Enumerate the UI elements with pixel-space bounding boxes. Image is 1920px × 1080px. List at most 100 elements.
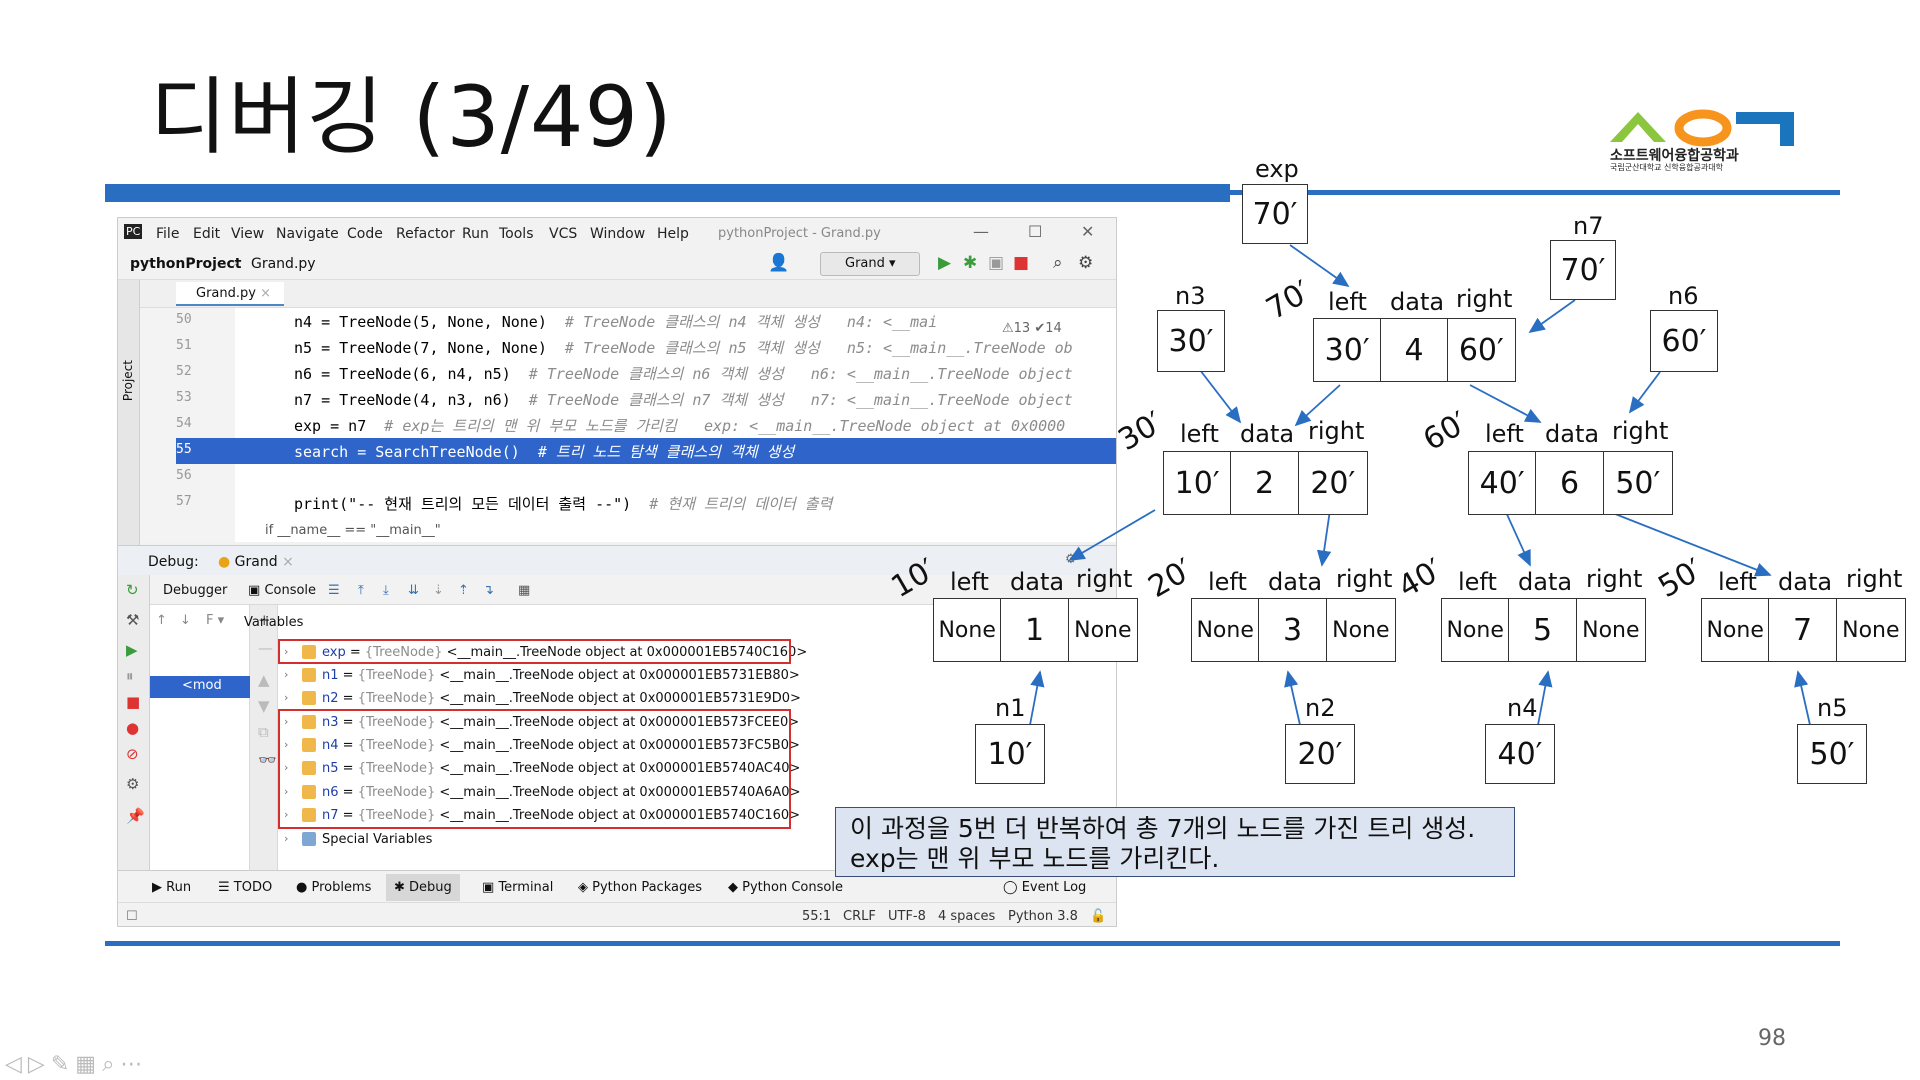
menu-window[interactable]: Window bbox=[590, 226, 646, 242]
evaluate-icon[interactable]: ▦ bbox=[518, 583, 531, 598]
layout-icon[interactable]: ☐ bbox=[126, 909, 138, 924]
pause-icon[interactable]: ⏸ bbox=[126, 667, 134, 685]
debug-bug-icon[interactable]: ✱ bbox=[963, 253, 978, 273]
remove-watch-icon[interactable]: — bbox=[258, 639, 273, 657]
inspection-badge[interactable]: ⚠13 ✔14 bbox=[1002, 321, 1062, 336]
expand-arrow-icon[interactable]: › bbox=[284, 738, 289, 751]
down-arrow-icon[interactable]: ▼ bbox=[258, 697, 270, 715]
menu-view[interactable]: View bbox=[231, 226, 265, 242]
copy-icon[interactable]: ⧉ bbox=[258, 723, 269, 741]
close-icon[interactable]: ✕ bbox=[1081, 222, 1095, 241]
menu-vcs[interactable]: VCS bbox=[549, 226, 578, 242]
expand-arrow-icon[interactable]: › bbox=[284, 668, 289, 681]
settings-gear-icon[interactable]: ⚙ bbox=[1065, 552, 1077, 567]
indent-setting[interactable]: 4 spaces bbox=[938, 909, 996, 924]
menu-code[interactable]: Code bbox=[347, 226, 383, 242]
menu-tools[interactable]: Tools bbox=[499, 226, 534, 242]
mute-breakpoints-icon[interactable]: ⊘ bbox=[126, 745, 139, 763]
interpreter[interactable]: Python 3.8 bbox=[1008, 909, 1078, 924]
up-arrow-icon[interactable]: ▲ bbox=[258, 671, 270, 689]
menu-navigate[interactable]: Navigate bbox=[276, 226, 339, 242]
tool-tab-debug[interactable]: ✱ Debug bbox=[386, 874, 460, 901]
variable-row[interactable]: ›n2 = {TreeNode} <__main__.TreeNode obje… bbox=[284, 691, 801, 706]
zoom-icon[interactable]: ⌕ bbox=[102, 1052, 121, 1077]
stop-icon[interactable]: ■ bbox=[1013, 253, 1030, 273]
tool-tab-packages[interactable]: ◈ Python Packages bbox=[578, 880, 702, 895]
tool-tab-problems[interactable]: ● Problems bbox=[296, 880, 371, 895]
menu-run[interactable]: Run bbox=[462, 226, 489, 242]
variable-row[interactable]: ›n4 = {TreeNode} <__main__.TreeNode obje… bbox=[284, 738, 800, 753]
resume-icon[interactable]: ▶ bbox=[126, 641, 138, 659]
step-out-icon[interactable]: ⇡ bbox=[458, 583, 469, 598]
breadcrumb-project[interactable]: pythonProject bbox=[130, 256, 242, 272]
more-icon[interactable]: ⋯ bbox=[120, 1052, 149, 1077]
tab-close-icon[interactable]: × bbox=[282, 554, 294, 570]
expand-arrow-icon[interactable]: › bbox=[284, 832, 289, 845]
tool-tab-python-console[interactable]: ◆ Python Console bbox=[728, 880, 843, 895]
menu-file[interactable]: File bbox=[156, 226, 180, 242]
tool-tab-todo[interactable]: ☰ TODO bbox=[218, 880, 272, 895]
tab-debugger[interactable]: Debugger bbox=[163, 583, 228, 598]
variable-row[interactable]: ›n3 = {TreeNode} <__main__.TreeNode obje… bbox=[284, 715, 800, 730]
step-into-icon[interactable]: ⇊ bbox=[408, 583, 419, 598]
add-watch-icon[interactable]: + bbox=[258, 611, 271, 629]
debug-session-tab[interactable]: ● Grand × bbox=[218, 554, 294, 570]
rerun-icon[interactable]: ↻ bbox=[126, 581, 139, 599]
caret-position[interactable]: 55:1 bbox=[802, 909, 832, 924]
special-variables-row[interactable]: ›Special Variables bbox=[278, 829, 918, 851]
run-icon[interactable]: ▶ bbox=[938, 253, 952, 273]
prev-slide-icon[interactable]: ◁ bbox=[5, 1052, 28, 1077]
file-encoding[interactable]: UTF-8 bbox=[888, 909, 926, 924]
menu-refactor[interactable]: Refactor bbox=[396, 226, 455, 242]
line-separator[interactable]: CRLF bbox=[843, 909, 876, 924]
breadcrumb-file[interactable]: Grand.py bbox=[251, 256, 316, 272]
frame-down-icon[interactable]: ↓ bbox=[180, 613, 191, 628]
tool-tab-run[interactable]: ▶ Run bbox=[152, 880, 191, 895]
run-config-select[interactable]: Grand ▾ bbox=[820, 252, 920, 276]
expand-arrow-icon[interactable]: › bbox=[284, 785, 289, 798]
variable-row[interactable]: ›exp = {TreeNode} <__main__.TreeNode obj… bbox=[284, 645, 808, 660]
pen-icon[interactable]: ✎ bbox=[50, 1052, 76, 1077]
maximize-icon[interactable]: ☐ bbox=[1028, 222, 1043, 241]
expand-arrow-icon[interactable]: › bbox=[284, 808, 289, 821]
tool-tab-terminal[interactable]: ▣ Terminal bbox=[482, 880, 553, 895]
lock-icon[interactable]: 🔓 bbox=[1090, 909, 1107, 924]
gear-icon[interactable]: ⚙ bbox=[1078, 253, 1094, 273]
threads-icon[interactable]: ☰ bbox=[328, 583, 340, 598]
variable-row[interactable]: ›n6 = {TreeNode} <__main__.TreeNode obje… bbox=[284, 785, 801, 800]
stop-debug-icon[interactable]: ■ bbox=[126, 693, 141, 711]
menu-edit[interactable]: Edit bbox=[193, 226, 221, 242]
coverage-icon[interactable]: ▣ bbox=[988, 253, 1005, 273]
minimize-icon[interactable]: — bbox=[973, 222, 989, 241]
variable-row[interactable]: ›n1 = {TreeNode} <__main__.TreeNode obje… bbox=[284, 668, 800, 683]
project-tool-tab[interactable]: Project bbox=[121, 360, 135, 402]
grid-icon[interactable]: ▦ bbox=[75, 1052, 103, 1077]
frame-up-icon[interactable]: ↑ bbox=[156, 613, 167, 628]
user-icon[interactable]: 👤 bbox=[768, 253, 790, 273]
frame-module[interactable]: <mod bbox=[150, 676, 250, 698]
frame-filter-icon[interactable]: F ▾ bbox=[206, 613, 225, 628]
tool-tab-event-log[interactable]: ◯ Event Log bbox=[1003, 880, 1086, 895]
step-over-icon[interactable]: ⤓ bbox=[383, 583, 389, 598]
pin-icon[interactable]: 📌 bbox=[126, 807, 145, 825]
wrench-icon[interactable]: ⚒ bbox=[126, 611, 140, 629]
tab-console[interactable]: ▣ Console bbox=[248, 583, 316, 598]
expand-arrow-icon[interactable]: › bbox=[284, 715, 289, 728]
expand-arrow-icon[interactable]: › bbox=[284, 761, 289, 774]
expand-arrow-icon[interactable]: › bbox=[284, 645, 289, 658]
code-line[interactable]: 56 bbox=[176, 464, 1116, 490]
menu-help[interactable]: Help bbox=[657, 226, 689, 242]
run-to-cursor-icon[interactable]: ↴ bbox=[483, 583, 494, 598]
show-execution-point-icon[interactable]: ⤒ bbox=[358, 583, 364, 598]
settings-icon[interactable]: ⚙ bbox=[126, 775, 140, 793]
editor-breadcrumb[interactable]: if __name__ == "__main__" bbox=[265, 523, 441, 538]
expand-arrow-icon[interactable]: › bbox=[284, 691, 289, 704]
